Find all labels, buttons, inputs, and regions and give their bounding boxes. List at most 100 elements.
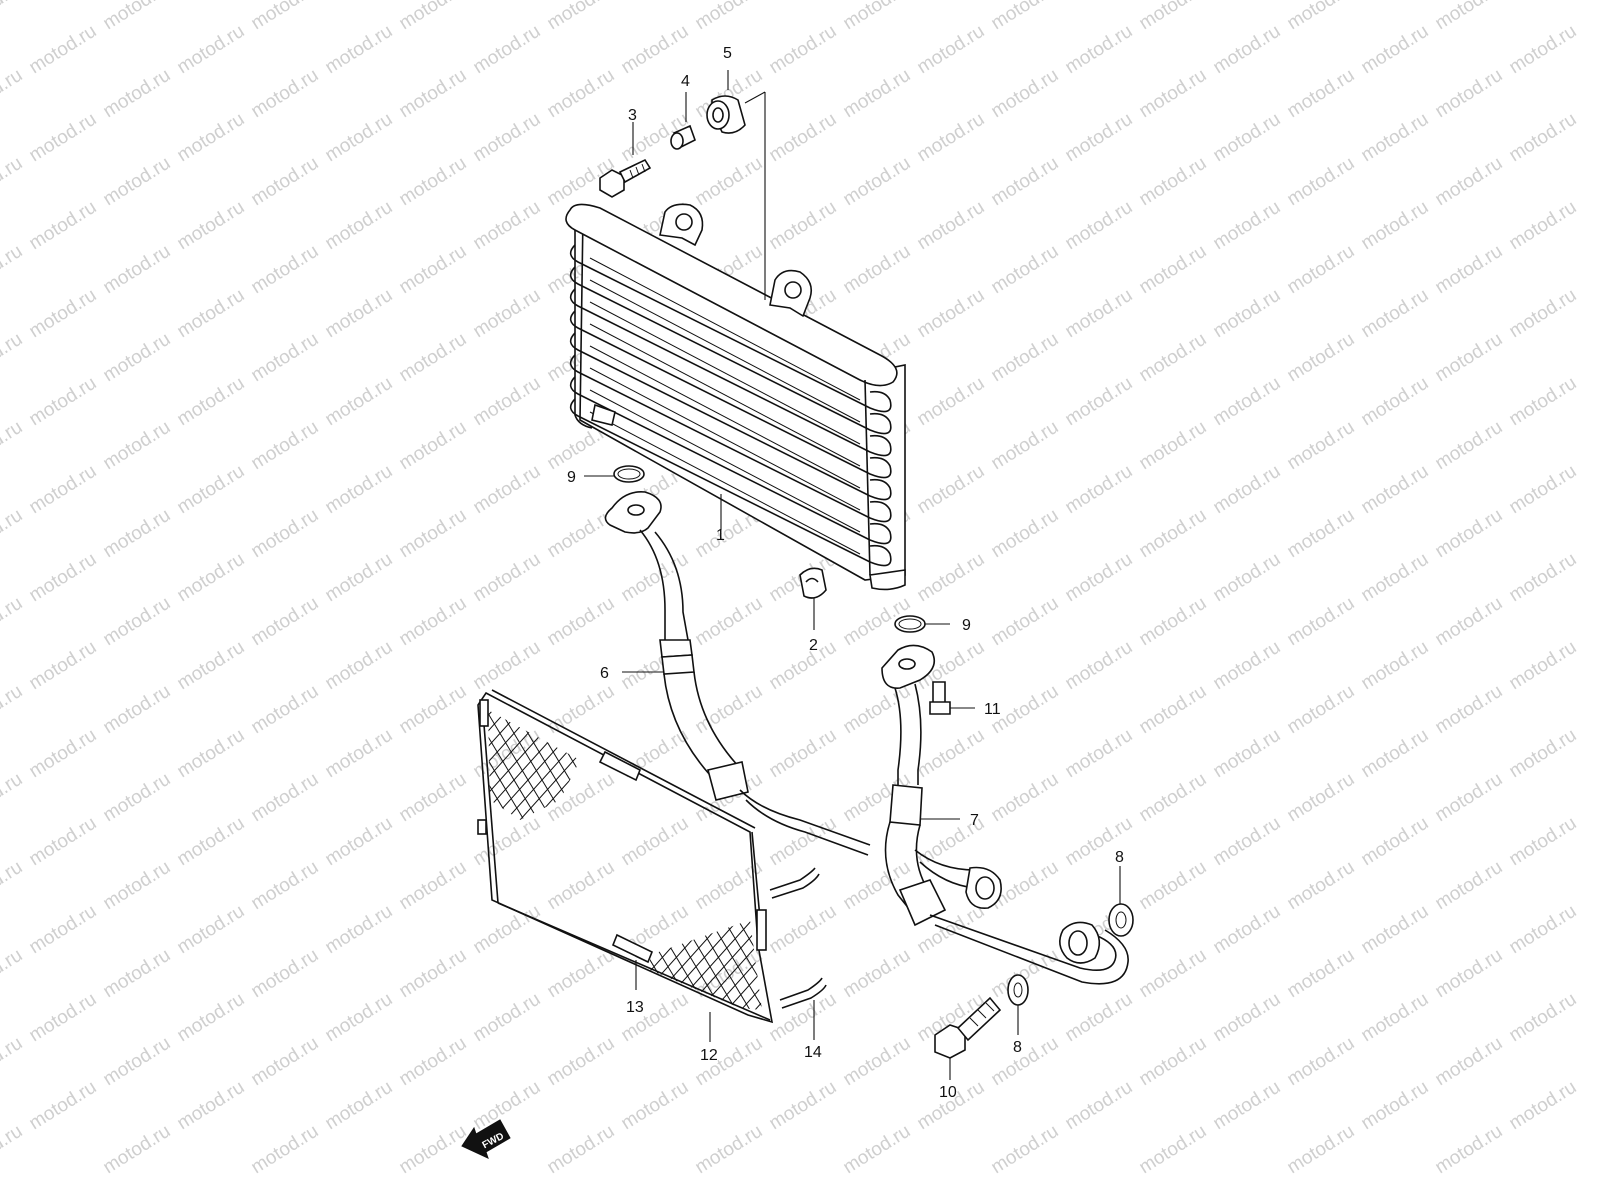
mesh-line [488, 710, 525, 820]
mesh-line [618, 700, 726, 820]
mesh-line [808, 920, 862, 1010]
mesh-line [545, 920, 626, 1010]
mesh-line [783, 920, 864, 1010]
cooler-fin [569, 376, 892, 545]
mesh-line [486, 920, 540, 1010]
cooler-fin [569, 266, 892, 435]
mesh-line [368, 700, 440, 820]
bolt-part-11 [929, 681, 951, 715]
mesh-line [514, 920, 568, 1010]
mesh-line [769, 920, 850, 1010]
cooler-fin [569, 354, 892, 523]
mesh-line [937, 920, 1018, 1010]
callout-12: 12 [700, 1047, 718, 1064]
mesh-line [310, 700, 418, 820]
mesh-line [681, 920, 737, 1010]
mesh-line [667, 920, 723, 1010]
mesh-line [240, 700, 348, 820]
mesh-line [472, 920, 526, 1010]
mesh-line [242, 700, 314, 820]
mesh-line [878, 920, 932, 1010]
callouts: 1 2 3 4 5 6 7 8 8 9 9 10 11 12 13 14 [567, 45, 1124, 1101]
mesh-line [226, 700, 334, 820]
mesh-line [892, 920, 946, 1010]
mesh-line [758, 700, 866, 820]
mesh-line [338, 700, 446, 820]
mesh-line [646, 700, 754, 820]
union-bolt-part-10 [934, 996, 1002, 1059]
mesh-line [282, 700, 390, 820]
mesh-line [324, 700, 432, 820]
mesh-line [674, 700, 782, 820]
cooler-fin-edge [589, 323, 861, 467]
washer-part-8-lower [1007, 974, 1029, 1006]
mesh-line [836, 920, 890, 1010]
mesh-line [923, 920, 1004, 1010]
mesh-line [433, 920, 514, 1010]
mesh-line [352, 700, 460, 820]
mesh-line [528, 920, 582, 1010]
callout-14: 14 [804, 1044, 822, 1061]
mesh-line [212, 700, 320, 820]
cooler-fin [569, 398, 892, 567]
mesh-line [850, 920, 904, 1010]
mesh-line [488, 710, 517, 820]
mesh-line [256, 700, 328, 820]
mesh-line [864, 920, 918, 1010]
mesh-line [402, 920, 456, 1010]
leader-lines [584, 70, 1121, 1080]
cooler-fin-edge [589, 367, 861, 511]
callout-13: 13 [626, 999, 644, 1016]
mesh-line [895, 920, 976, 1010]
mesh-line [503, 920, 584, 1010]
mesh-line [822, 920, 876, 1010]
mesh-line [704, 700, 776, 820]
mesh-line [737, 920, 762, 1010]
o-ring-part-9-lower [894, 615, 926, 633]
mesh-line [488, 710, 531, 820]
cooler-fin [569, 332, 892, 501]
mesh-line [632, 700, 740, 820]
callout-2: 2 [809, 637, 818, 654]
oil-hose-part-7 [881, 644, 1129, 985]
mesh-line [447, 920, 528, 1010]
mesh-line [559, 920, 640, 1010]
mesh-line [650, 920, 681, 1010]
mesh-line [620, 700, 692, 820]
callout-10: 10 [939, 1084, 957, 1101]
mesh-line [419, 920, 500, 1010]
mesh-line [416, 920, 470, 1010]
mesh-line [839, 920, 920, 1010]
mesh-line [298, 700, 370, 820]
mesh-line [488, 710, 559, 820]
mesh-line [488, 710, 539, 820]
mesh-line [396, 700, 468, 820]
washer-part-8-upper [1108, 903, 1134, 937]
mesh-line [794, 920, 848, 1010]
mesh-line [500, 920, 554, 1010]
cooler-fin [569, 244, 892, 413]
mesh-line [366, 700, 474, 820]
mesh-line [650, 920, 695, 1010]
mesh-line [382, 700, 454, 820]
mesh-line [825, 920, 906, 1010]
clamp-part-2 [799, 567, 827, 599]
cooler-fin-edge [589, 257, 861, 401]
bolt-part-3 [599, 158, 652, 198]
mesh-line [430, 920, 484, 1010]
cooler-fin-edge [589, 279, 861, 423]
mesh-line [730, 700, 838, 820]
mesh-line [268, 700, 376, 820]
mesh-line [488, 710, 489, 820]
cooler-fin [569, 310, 892, 479]
mesh-line [489, 920, 570, 1010]
mesh-line [690, 700, 762, 820]
mesh-line [570, 920, 624, 1010]
mesh-line [746, 700, 818, 820]
mesh-line [556, 920, 610, 1010]
mesh-line [326, 700, 398, 820]
mesh-line [575, 710, 580, 820]
mesh-line [533, 710, 580, 820]
